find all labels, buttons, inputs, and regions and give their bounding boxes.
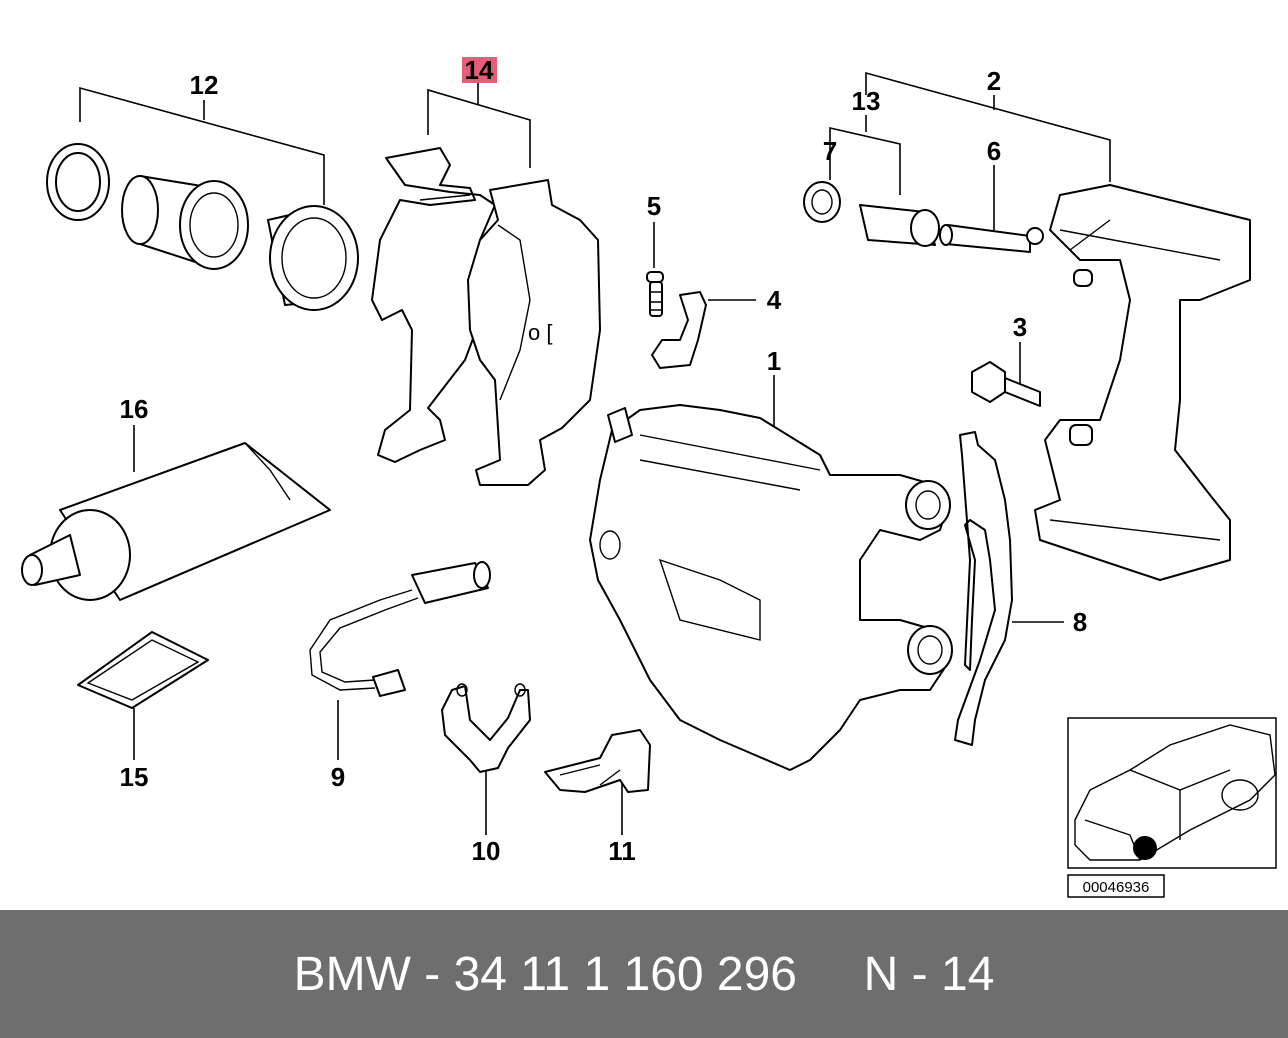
callout-14: 14	[465, 55, 494, 85]
guide-bolt-part	[971, 361, 1041, 407]
brake-pad-set-part: o [	[371, 147, 601, 486]
retaining-clamp-part	[544, 729, 651, 793]
callout-labels: 14 12 2 13 7 6 5 4 3 1 16 8 9 15 10 11	[120, 55, 1088, 866]
parts-diagram: o [	[21, 55, 1277, 898]
footer-bar: BMW - 34 11 1 160 296 N - 14	[0, 910, 1288, 1038]
callout-9: 9	[331, 762, 345, 792]
callout-8: 8	[1073, 607, 1087, 637]
callout-2: 2	[987, 66, 1001, 96]
piston-kit-part	[46, 143, 359, 311]
caliper-carrier-part	[803, 181, 1251, 581]
front-wheel-marker-icon	[1133, 836, 1157, 860]
callout-10: 10	[472, 836, 501, 866]
callout-4: 4	[767, 285, 782, 315]
callout-16: 16	[120, 394, 149, 424]
part-number-caption: BMW - 34 11 1 160 296 N - 14	[293, 947, 995, 1001]
callout-5: 5	[647, 191, 661, 221]
bracket-clip-part	[651, 291, 707, 369]
inset-ref-number: 00046936	[1083, 879, 1150, 896]
callout-1: 1	[767, 346, 781, 376]
callout-6: 6	[987, 136, 1001, 166]
brake-caliper-part	[589, 404, 953, 771]
bleeder-valve-part	[646, 271, 664, 317]
highlight-box	[462, 57, 497, 83]
grease-sachet-part	[77, 631, 209, 709]
leader-lines	[79, 71, 1111, 835]
wear-sensor-part	[309, 561, 491, 697]
callout-11: 11	[608, 836, 636, 866]
callout-7: 7	[823, 136, 837, 166]
callout-13: 13	[852, 86, 881, 116]
callout-3: 3	[1013, 312, 1027, 342]
anti-rattle-spring-part	[954, 431, 1013, 746]
callout-15: 15	[120, 762, 149, 792]
svg-text:o [: o [	[528, 320, 552, 345]
grease-tube-part	[21, 442, 331, 601]
callout-12: 12	[190, 70, 219, 100]
sensor-clip-part	[441, 683, 531, 773]
car-locator-inset: 00046936	[1067, 717, 1277, 898]
